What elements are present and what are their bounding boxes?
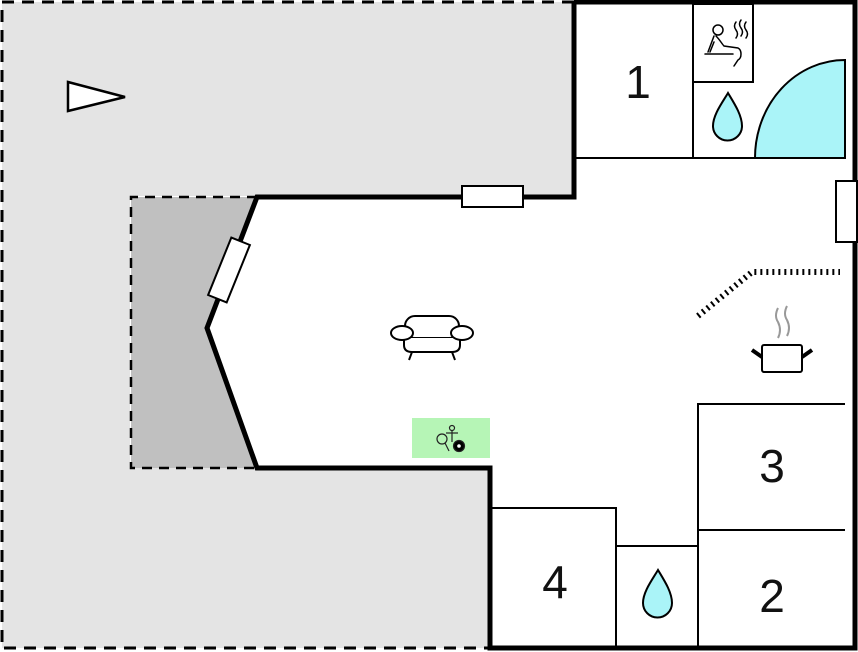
room-label-4: 4 (542, 556, 568, 608)
whirlpool-icon (753, 58, 846, 159)
games-area (412, 418, 490, 458)
window (461, 185, 524, 208)
north-arrow-icon (66, 80, 126, 113)
games-icon (436, 424, 466, 453)
outdoor-terrace (0, 0, 574, 650)
room-label-2: 2 (759, 570, 785, 622)
sauna-icon (704, 19, 749, 67)
room-label-3: 3 (759, 440, 785, 492)
sofa-icon (390, 315, 474, 361)
window (835, 180, 858, 243)
room-label-1: 1 (625, 56, 651, 108)
cooking-pot-icon (750, 305, 814, 373)
water-drop-icon (711, 91, 744, 142)
exterior-wall (204, 0, 858, 651)
interior-walls (492, 3, 845, 648)
water-drop-icon (641, 568, 674, 619)
interior-floor (207, 2, 855, 648)
window (206, 236, 252, 304)
